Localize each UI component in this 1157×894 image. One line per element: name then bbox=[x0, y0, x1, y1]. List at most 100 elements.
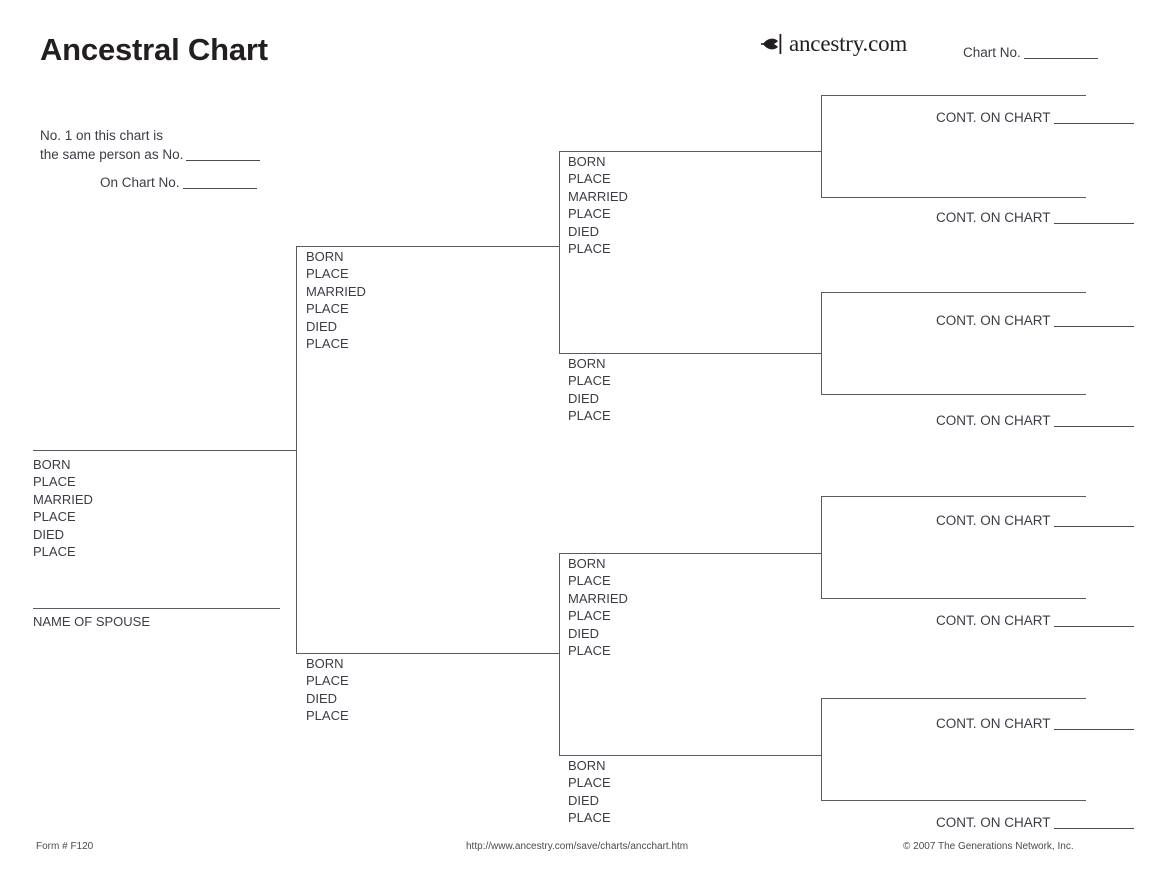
gen2-mother-field-place1: PLACE bbox=[306, 673, 349, 689]
gen4-person13-cont[interactable]: CONT. ON CHART bbox=[936, 613, 1134, 628]
footer-url[interactable]: http://www.ancestry.com/save/charts/ancc… bbox=[466, 841, 689, 852]
gen4-person15-cont[interactable]: CONT. ON CHART bbox=[936, 815, 1134, 830]
gen4-bracket-2-spine bbox=[821, 292, 822, 394]
gen2-mother-fields: BORN PLACE DIED PLACE bbox=[306, 655, 349, 725]
footer-copyright: © 2007 The Generations Network, Inc. bbox=[903, 841, 1074, 852]
gen2-to-gen3-lower-connector bbox=[530, 653, 560, 654]
same-person-line-1: No. 1 on this chart is bbox=[40, 128, 164, 143]
person1-spouse-caption: NAME OF SPOUSE bbox=[33, 614, 151, 629]
gen3-person4-rule[interactable] bbox=[559, 151, 821, 152]
gen4-person12-cont-label: CONT. ON CHART bbox=[936, 513, 1051, 528]
gen4-person14-cont[interactable]: CONT. ON CHART bbox=[936, 716, 1134, 731]
gen3-person4-fields: BORN PLACE MARRIED PLACE DIED PLACE bbox=[568, 153, 628, 257]
gen4-person13-rule[interactable] bbox=[821, 598, 1086, 599]
gen3-person6-field-died: DIED bbox=[568, 625, 600, 641]
chart-no-field[interactable]: Chart No. bbox=[963, 45, 1098, 60]
gen4-person13-cont-blank[interactable] bbox=[1053, 626, 1134, 627]
gen4-person9-cont[interactable]: CONT. ON CHART bbox=[936, 210, 1134, 225]
gen2-to-gen3-upper-connector bbox=[530, 246, 560, 247]
chart-no-label: Chart No. bbox=[963, 45, 1021, 60]
gen3-to-gen4-connector-4 bbox=[793, 755, 822, 756]
gen2-father-rule[interactable] bbox=[296, 246, 560, 247]
gen4-person8-cont-label: CONT. ON CHART bbox=[936, 110, 1051, 125]
gen3-person5-fields: BORN PLACE DIED PLACE bbox=[568, 355, 611, 425]
gen2-father-field-born: BORN bbox=[306, 249, 344, 264]
gen3-upper-bracket-spine bbox=[559, 151, 560, 353]
gen3-person5-rule[interactable] bbox=[559, 353, 821, 354]
person1-spouse-rule[interactable] bbox=[33, 608, 280, 609]
gen2-bracket-spine bbox=[296, 246, 297, 653]
gen4-person10-cont-blank[interactable] bbox=[1053, 326, 1134, 327]
same-person-blank[interactable] bbox=[186, 160, 261, 161]
gen4-person9-rule[interactable] bbox=[821, 197, 1086, 198]
gen4-person14-rule[interactable] bbox=[821, 698, 1086, 699]
gen3-person4-field-married: MARRIED bbox=[568, 188, 628, 204]
gen2-father-field-died: DIED bbox=[306, 318, 338, 334]
gen3-person6-fields: BORN PLACE MARRIED PLACE DIED PLACE bbox=[568, 555, 628, 659]
gen3-person6-field-place3: PLACE bbox=[568, 643, 611, 659]
gen4-person10-rule[interactable] bbox=[821, 292, 1086, 293]
person1-fields: BORN PLACE MARRIED PLACE DIED PLACE bbox=[33, 456, 93, 560]
person1-field-place3: PLACE bbox=[33, 544, 76, 560]
ancestry-leaf-icon bbox=[760, 32, 786, 56]
gen4-person11-cont-label: CONT. ON CHART bbox=[936, 413, 1051, 428]
person1-field-died: DIED bbox=[33, 526, 65, 542]
gen4-bracket-4-spine bbox=[821, 698, 822, 800]
gen3-person5-field-died: DIED bbox=[568, 390, 600, 406]
on-chart-no-label: On Chart No. bbox=[100, 175, 180, 190]
gen3-person4-field-place2: PLACE bbox=[568, 206, 611, 222]
gen4-person12-cont[interactable]: CONT. ON CHART bbox=[936, 513, 1134, 528]
gen4-person14-cont-blank[interactable] bbox=[1053, 729, 1134, 730]
same-person-line-2: the same person as No. bbox=[40, 147, 184, 162]
chart-no-blank[interactable] bbox=[1023, 58, 1098, 59]
gen3-person7-field-place2: PLACE bbox=[568, 810, 611, 826]
gen2-mother-field-born: BORN bbox=[306, 656, 344, 671]
gen3-to-gen4-connector-3 bbox=[793, 553, 822, 554]
gen3-person4-field-born: BORN bbox=[568, 154, 606, 169]
gen4-bracket-3-spine bbox=[821, 496, 822, 598]
gen2-father-field-place2: PLACE bbox=[306, 301, 349, 317]
gen4-person15-rule[interactable] bbox=[821, 800, 1086, 801]
gen4-person10-cont[interactable]: CONT. ON CHART bbox=[936, 313, 1134, 328]
gen4-person8-cont-blank[interactable] bbox=[1053, 123, 1134, 124]
gen3-person5-field-born: BORN bbox=[568, 356, 606, 371]
same-person-line-2-wrap: the same person as No. bbox=[40, 145, 261, 164]
gen2-father-fields: BORN PLACE MARRIED PLACE DIED PLACE bbox=[306, 248, 366, 352]
gen4-person9-cont-blank[interactable] bbox=[1053, 223, 1134, 224]
gen3-person7-field-place1: PLACE bbox=[568, 775, 611, 791]
on-chart-no-field[interactable]: On Chart No. bbox=[100, 175, 257, 190]
gen3-person6-field-place1: PLACE bbox=[568, 573, 611, 589]
on-chart-no-blank[interactable] bbox=[182, 188, 257, 189]
gen4-person8-rule[interactable] bbox=[821, 95, 1086, 96]
page-title: Ancestral Chart bbox=[40, 32, 268, 67]
gen3-person7-field-died: DIED bbox=[568, 792, 600, 808]
gen3-person4-field-place3: PLACE bbox=[568, 241, 611, 257]
gen2-father-field-place3: PLACE bbox=[306, 336, 349, 352]
gen4-person11-cont-blank[interactable] bbox=[1053, 426, 1134, 427]
gen3-lower-bracket-spine bbox=[559, 553, 560, 755]
person1-field-born: BORN bbox=[33, 457, 71, 472]
gen4-person15-cont-label: CONT. ON CHART bbox=[936, 815, 1051, 830]
gen4-person15-cont-blank[interactable] bbox=[1053, 828, 1134, 829]
gen4-person10-cont-label: CONT. ON CHART bbox=[936, 313, 1051, 328]
gen4-person8-cont[interactable]: CONT. ON CHART bbox=[936, 110, 1134, 125]
gen3-person4-field-died: DIED bbox=[568, 223, 600, 239]
person1-field-place1: PLACE bbox=[33, 474, 76, 490]
person1-field-place2: PLACE bbox=[33, 509, 76, 525]
gen2-mother-field-place2: PLACE bbox=[306, 708, 349, 724]
gen4-person11-rule[interactable] bbox=[821, 394, 1086, 395]
gen3-person6-rule[interactable] bbox=[559, 553, 821, 554]
gen3-person7-rule[interactable] bbox=[559, 755, 821, 756]
person1-name-rule[interactable] bbox=[33, 450, 296, 451]
gen4-person9-cont-label: CONT. ON CHART bbox=[936, 210, 1051, 225]
gen2-mother-rule[interactable] bbox=[296, 653, 560, 654]
ancestry-logo: ancestry.com bbox=[760, 31, 907, 57]
gen4-person11-cont[interactable]: CONT. ON CHART bbox=[936, 413, 1134, 428]
gen3-person7-fields: BORN PLACE DIED PLACE bbox=[568, 757, 611, 827]
footer-form-number: Form # F120 bbox=[36, 841, 94, 852]
gen4-bracket-1-spine bbox=[821, 95, 822, 197]
gen3-person6-field-born: BORN bbox=[568, 556, 606, 571]
gen4-person12-rule[interactable] bbox=[821, 496, 1086, 497]
gen4-person12-cont-blank[interactable] bbox=[1053, 526, 1134, 527]
